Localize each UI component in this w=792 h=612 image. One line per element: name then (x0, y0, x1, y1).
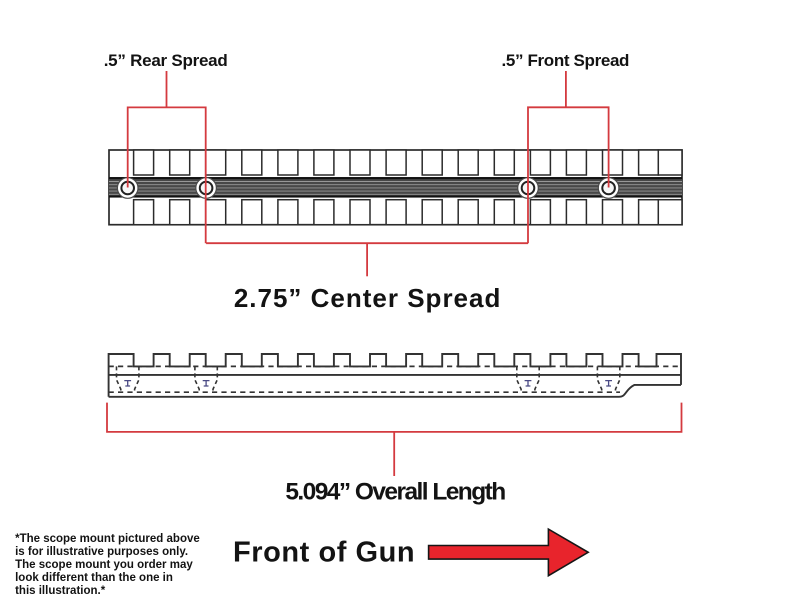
svg-text:*The scope mount pictured abov: *The scope mount pictured above (15, 533, 200, 545)
svg-text:2.75” Center Spread: 2.75” Center Spread (234, 283, 502, 313)
svg-text:.5” Front Spread: .5” Front Spread (502, 51, 630, 70)
svg-text:this illustration.*: this illustration.* (15, 585, 106, 597)
svg-text:The scope mount you order may: The scope mount you order may (15, 559, 193, 571)
svg-text:Front of Gun: Front of Gun (233, 536, 415, 568)
svg-text:.5” Rear Spread: .5” Rear Spread (104, 51, 228, 70)
svg-text:5.094” Overall Length: 5.094” Overall Length (285, 479, 505, 506)
svg-text:look different than the one in: look different than the one in (15, 572, 173, 584)
svg-text:is for illustrative purposes o: is for illustrative purposes only. (15, 546, 188, 558)
